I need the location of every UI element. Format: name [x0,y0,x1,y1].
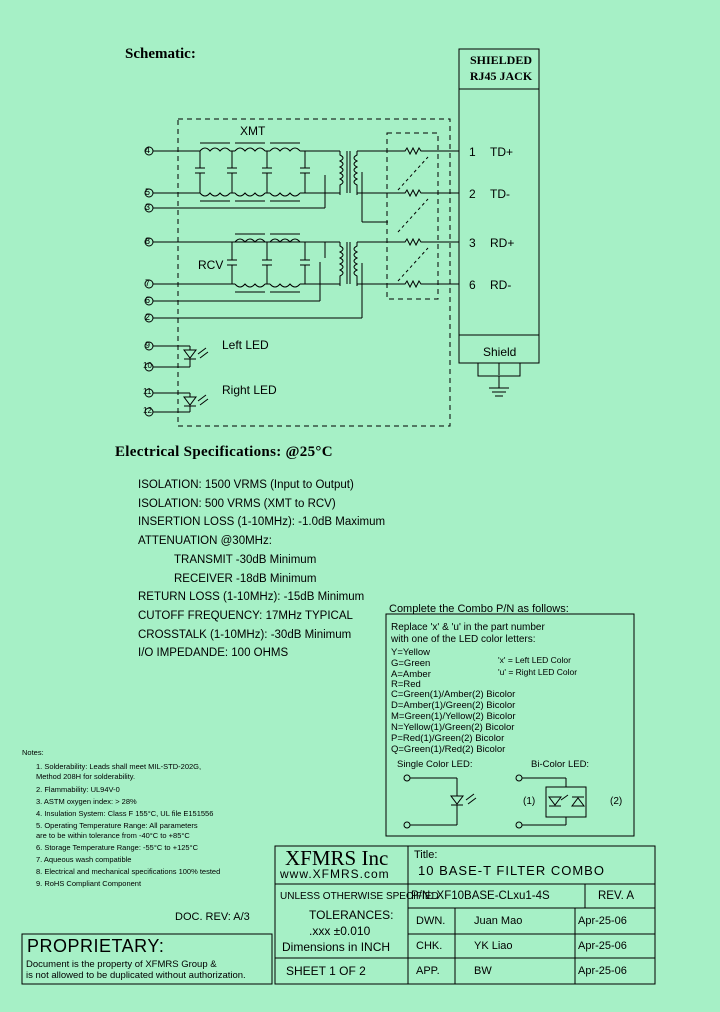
chk-date: Apr-25-06 [578,940,627,952]
dwn-role: DWN. [416,915,446,927]
company-name: XFMRS Inc [285,846,389,870]
color-code: Q=Green(1)/Red(2) Bicolor [391,744,506,755]
chk-role: CHK. [416,940,443,952]
company-website: www.XFMRS.com [280,867,390,881]
note-item: 4. Insulation System: Class F 155°C, UL … [36,809,214,818]
note-item: 9. RoHS Compliant Component [36,879,142,888]
spec-line: RETURN LOSS (1-10MHz): -15dB Minimum [138,591,365,603]
pin-3: 3 [145,202,151,212]
rcv-label: RCV [198,258,224,272]
spec-line: INSERTION LOSS (1-10MHz): -1.0dB Maximum [138,516,386,528]
tolerance-value: .xxx ±0.010 [309,924,371,938]
spec-line: ISOLATION: 1500 VRMS (Input to Output) [138,479,354,491]
note-item: 6. Storage Temperature Range: -55°C to +… [36,843,198,852]
jack-pin-6: 6 [469,278,476,292]
app-role: APP. [416,965,440,977]
pin-6: 6 [145,295,151,305]
color-code: C=Green(1)/Amber(2) Bicolor [391,689,516,700]
note-item: 7. Aqueous wash compatible [36,855,132,864]
note-item: 3. ASTM oxygen index: > 28% [36,797,137,806]
spec-line: TRANSMIT -30dB Minimum [174,554,317,566]
notes-header: Notes: [22,748,44,757]
spec-line: I/O IMPEDANDE: 100 OHMS [138,647,289,659]
pin-4: 4 [145,145,151,155]
color-code: R=Red [391,679,421,690]
left-led-label: Left LED [222,338,269,352]
note-item: 8. Electrical and mechanical specificati… [36,867,221,876]
pin-12: 12 [143,406,152,415]
spec-line: RECEIVER -18dB Minimum [174,573,317,585]
jack-pin-2-label: TD- [490,187,510,201]
pin-2: 2 [145,312,151,322]
color-code: M=Green(1)/Yellow(2) Bicolor [391,711,516,722]
jack-title-line2: RJ45 JACK [469,69,533,83]
color-code: G=Green [391,658,431,669]
jack-pin-2: 2 [469,187,476,201]
proprietary-title: PROPRIETARY: [27,936,165,956]
unless-specified: UNLESS OTHERWISE SPECIFIED [280,891,439,902]
pin-10: 10 [143,361,152,370]
single-led-label: Single Color LED: [397,759,473,770]
jack-pin-1-label: TD+ [490,145,514,159]
x-note: 'x' = Left LED Color [498,655,571,665]
color-code: N=Yellow(1)/Green(2) Bicolor [391,722,515,733]
note-item: Method 208H for solderability. [36,772,136,781]
note-item: 2. Flammability: UL94V-0 [36,785,120,794]
spec-line: CROSSTALK (1-10MHz): -30dB Minimum [138,629,352,641]
schematic-title: Schematic: [125,46,196,62]
app-date: Apr-25-06 [578,965,627,977]
doc-rev: DOC. REV: A/3 [175,911,250,923]
right-led-label: Right LED [222,383,277,397]
jack-pin-1: 1 [469,145,476,159]
dimensions-unit: Dimensions in INCH [282,940,391,954]
shield-label: Shield [483,345,517,359]
note-item: are to be within tolerance from -40°C to… [36,831,190,840]
jack-title: SHIELDED RJ45 JACK [466,52,536,84]
spec-line: ISOLATION: 500 VRMS (XMT to RCV) [138,498,336,510]
sheet-number: SHEET 1 OF 2 [286,964,366,978]
bicolor-led-label: Bi-Color LED: [531,759,590,770]
note-item: 1. Solderability: Leads shall meet MIL-S… [36,762,202,771]
jack-pin-3: 3 [469,236,476,250]
color-code: A=Amber [391,669,431,680]
bicolor-1-label: (1) [523,796,536,807]
drawing-title: 10 BASE-T FILTER COMBO [418,863,605,878]
part-number: P/N: XF10BASE-CLxu1-4S [411,890,550,902]
jack-pin-3-label: RD+ [490,236,515,250]
color-code: Y=Yellow [391,647,430,658]
pin-7: 7 [145,278,151,288]
pin-9: 9 [145,340,151,350]
tolerances-label: TOLERANCES: [309,908,394,922]
u-note: 'u' = Right LED Color [498,667,578,677]
spec-line: CUTOFF FREQUENCY: 17MHz TYPICAL [138,610,353,622]
jack-pin-6-label: RD- [490,278,512,292]
combo-title: Complete the Combo P/N as follows: [389,603,569,615]
proprietary-line-1: Document is the property of XFMRS Group … [26,959,217,970]
app-name: BW [474,965,492,977]
pin-11: 11 [143,387,152,396]
dwn-name: Juan Mao [474,915,523,927]
pin-8: 8 [145,236,151,246]
chk-name: YK Liao [474,940,513,952]
color-code: D=Amber(1)/Green(2) Bicolor [391,700,516,711]
combo-intro-2: with one of the LED color letters: [391,634,536,645]
pin-5: 5 [145,187,151,197]
revision: REV. A [598,890,635,902]
xmt-label: XMT [240,124,266,138]
bicolor-2-label: (2) [610,796,623,807]
specs-title: Electrical Specifications: @25°C [115,444,333,460]
color-code: P=Red(1)/Green(2) Bicolor [391,733,505,744]
proprietary-line-2: is not allowed to be duplicated without … [26,970,246,981]
combo-intro-1: Replace 'x' & 'u' in the part number [391,622,545,633]
dwn-date: Apr-25-06 [578,915,627,927]
spec-line: ATTENUATION @30MHz: [138,535,272,547]
note-item: 5. Operating Temperature Range: All para… [36,821,198,830]
title-label: Title: [414,849,438,861]
jack-title-line1: SHIELDED [469,53,533,67]
